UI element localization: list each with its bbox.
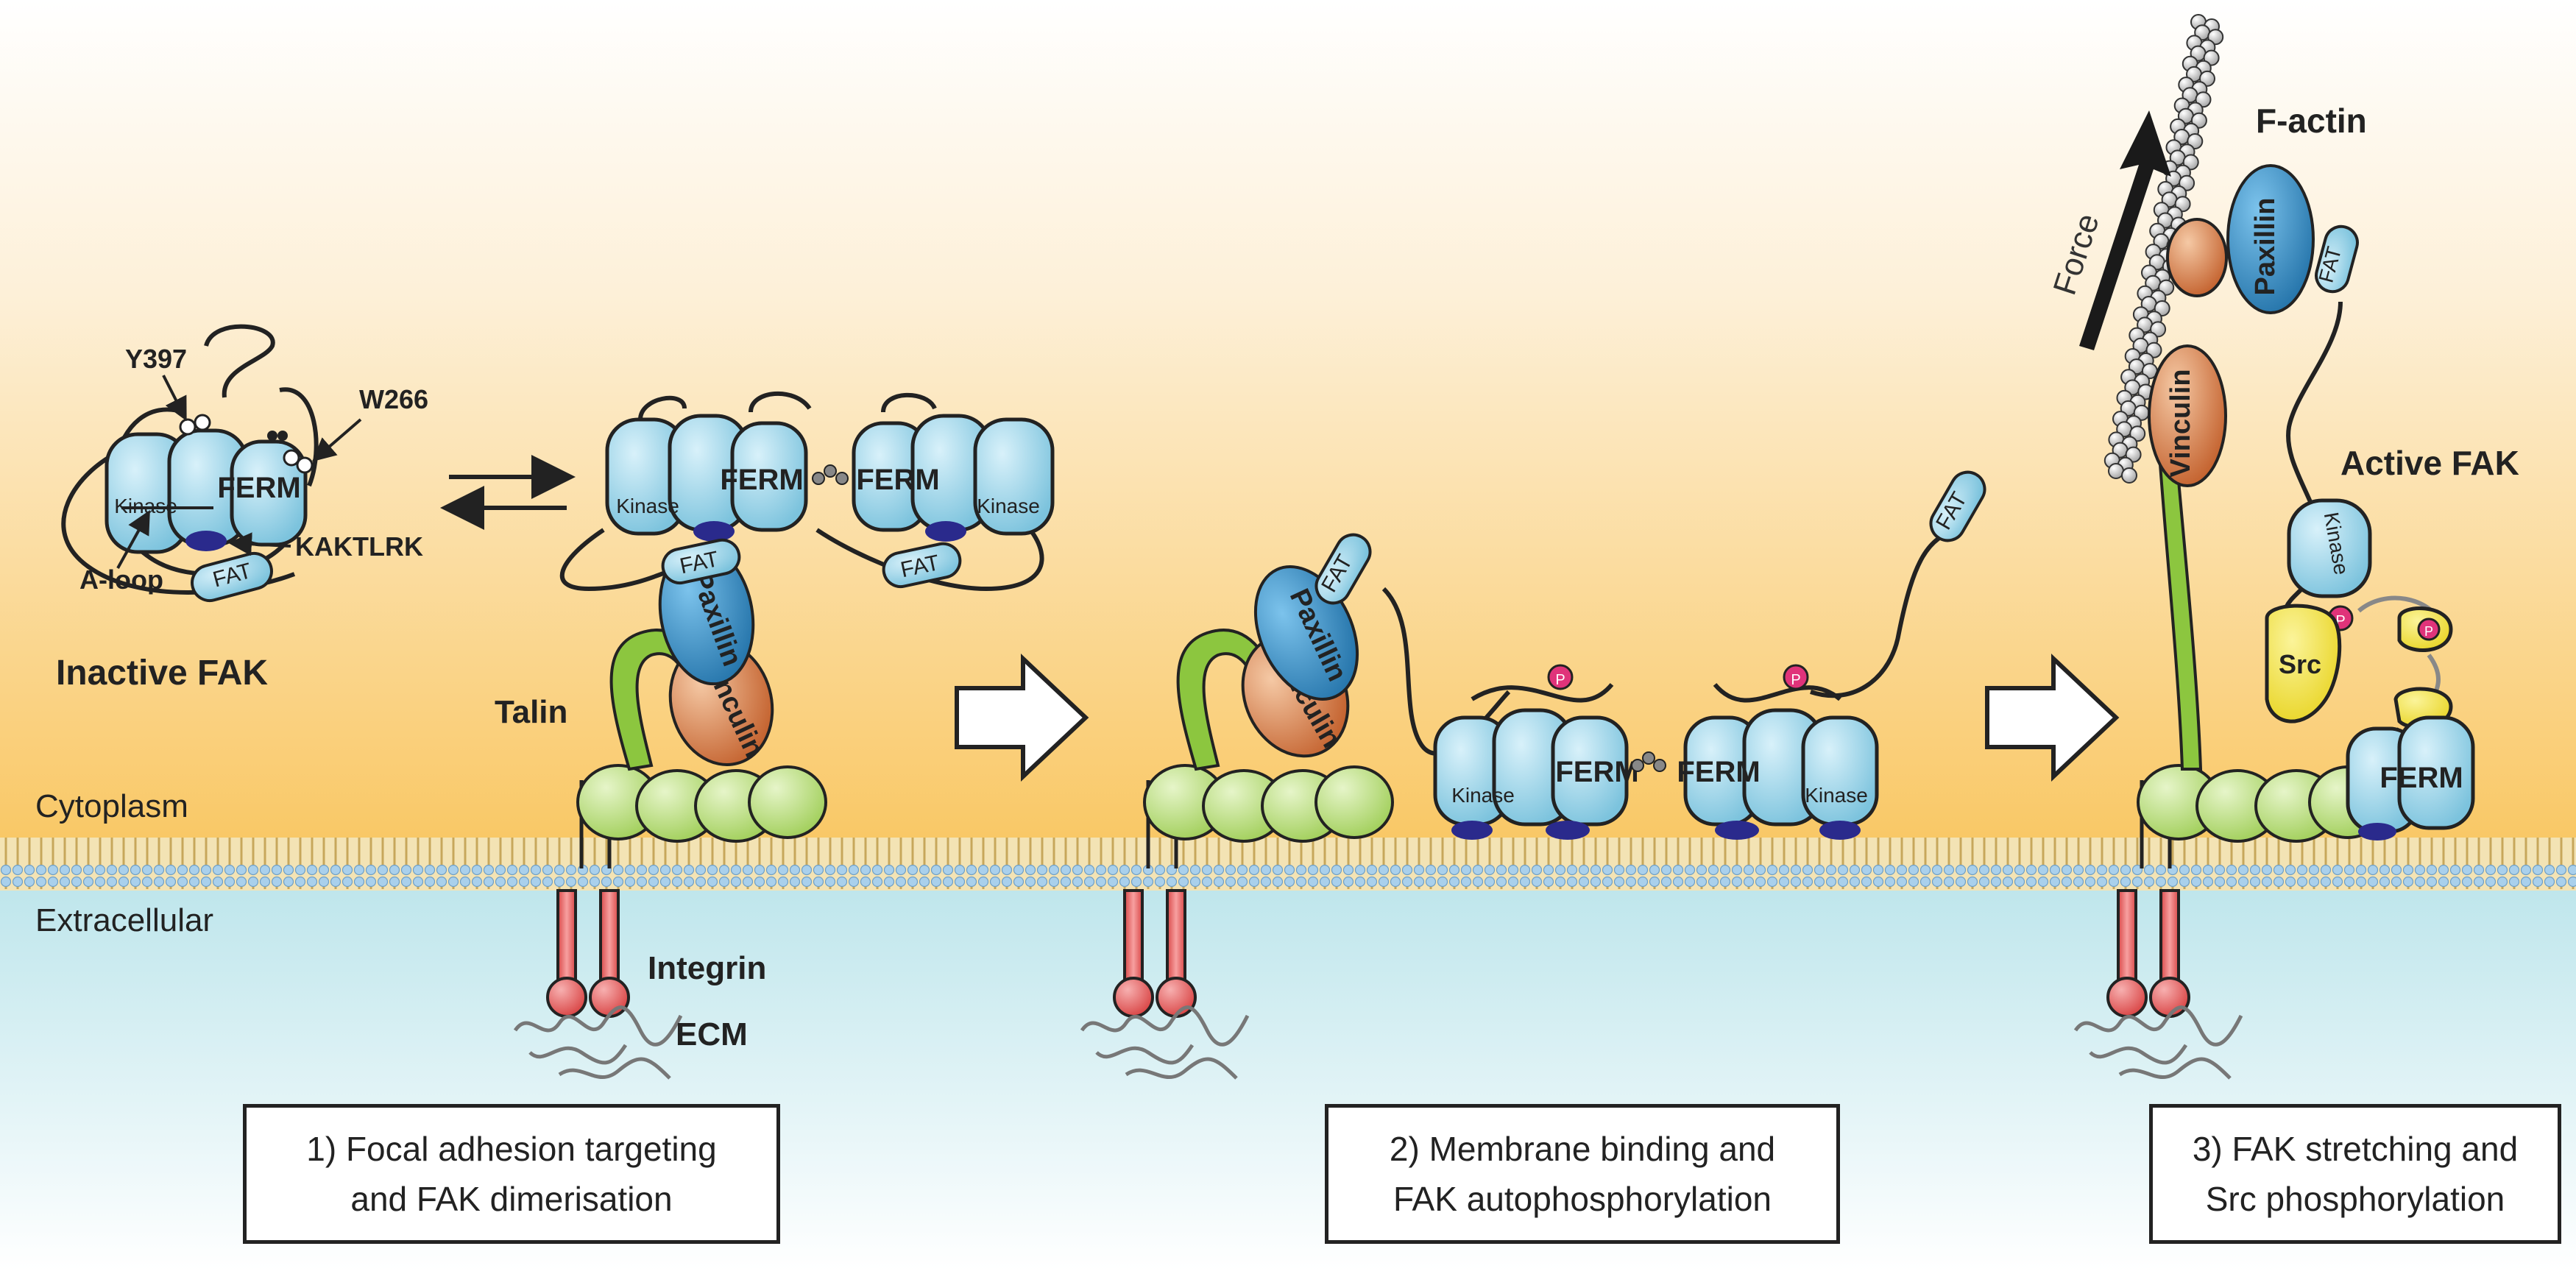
- kinase-left-label: Kinase: [616, 495, 679, 517]
- ferm-left-label: FERM: [720, 464, 803, 496]
- integrin-label: Integrin: [648, 950, 766, 986]
- f-actin-label: F-actin: [2256, 102, 2367, 140]
- equilibrium-arrows: [440, 455, 576, 530]
- step-3-caption: 3) FAK stretching and Src phosphorylatio…: [2149, 1104, 2561, 1244]
- phospho-right-label: P: [1791, 672, 1800, 688]
- transition-arrow-2: [1985, 654, 2120, 782]
- focal-adhesion-dimer: Integrin ECM Talin Vinculin Paxillin FER…: [495, 392, 1055, 1080]
- phospho-site-3-icon: [2417, 617, 2441, 641]
- fat-left-icon: [661, 538, 741, 585]
- extracellular-label: Extracellular: [35, 902, 213, 938]
- w266-residue-icon: [283, 449, 300, 467]
- step-2-line-1: 2) Membrane binding and: [1389, 1130, 1776, 1168]
- force-arrow-icon: [2079, 110, 2171, 350]
- talin-head-2-icon: [1143, 764, 1394, 843]
- fat-2-icon: [1314, 533, 1372, 605]
- fat-free-icon: [1929, 470, 1986, 542]
- inactive-fak-title: Inactive FAK: [56, 654, 268, 693]
- active-fak-label: Active FAK: [2340, 444, 2519, 482]
- paxillin-3-label: Paxillin: [2250, 197, 2281, 295]
- ferm-2-left-label: FERM: [1555, 756, 1638, 788]
- kaktlrk-label: KAKTLRK: [295, 531, 423, 562]
- step-3-line-2: Src phosphorylation: [2205, 1180, 2505, 1218]
- ecm-fibres-icon: [513, 1005, 683, 1080]
- kinase-right-label: Kinase: [977, 495, 1040, 517]
- kinase-label: Kinase: [114, 495, 177, 517]
- lipid-bilayer: [0, 838, 2576, 889]
- step-2-line-2: FAK autophosphorylation: [1393, 1180, 1772, 1218]
- phospho-left-label: P: [1555, 672, 1565, 688]
- fat-3-icon: [2315, 224, 2359, 294]
- talin-label: Talin: [495, 694, 567, 730]
- dimer-interface-icon: [812, 464, 849, 485]
- y397-residue-icon: [179, 418, 197, 436]
- kinase-2-right-label: Kinase: [1805, 784, 1868, 807]
- step-1-line-1: 1) Focal adhesion targeting: [306, 1130, 717, 1168]
- transition-arrow-1: [955, 654, 1089, 782]
- src-kinase-icon: [2265, 604, 2342, 723]
- ferm-2-right-label: FERM: [1677, 756, 1760, 788]
- step-1-caption: 1) Focal adhesion targeting and FAK dime…: [243, 1104, 780, 1244]
- phospho-site-left-icon: [1547, 664, 1574, 690]
- step-2-caption: 2) Membrane binding and FAK autophosphor…: [1325, 1104, 1840, 1244]
- ferm-label: FERM: [217, 472, 300, 504]
- fat-domain-icon: [191, 551, 273, 603]
- kinase-3-icon: [2287, 498, 2372, 598]
- talin-head-icon: [576, 764, 827, 843]
- vinculin-3-icon: [2148, 344, 2227, 487]
- w266-label: W266: [359, 384, 428, 414]
- cytoplasm-label: Cytoplasm: [35, 788, 188, 824]
- ecm-label: ECM: [676, 1016, 748, 1052]
- y397-label: Y397: [125, 344, 187, 374]
- kinase-2-left-label: Kinase: [1451, 784, 1515, 807]
- step-1-line-2: and FAK dimerisation: [350, 1180, 673, 1218]
- vinculin-3-label: Vinculin: [2165, 369, 2196, 477]
- fat-right-icon: [882, 542, 962, 589]
- active-fak-complex: F-actin Force Vinculin Paxillin FAT Acti…: [2047, 14, 2519, 1080]
- inactive-fak: FAT FERM Kinase Y397 W266 KAKTLRK A-loop…: [56, 324, 428, 693]
- ferm-right-label: FERM: [856, 464, 939, 496]
- src-label: Src: [2279, 649, 2321, 679]
- phospho-3b-label: P: [2424, 624, 2433, 639]
- membrane-bound-dimer: Vinculin Paxillin FAT FAT FERM Kinase P …: [1080, 470, 1986, 1080]
- kaktlrk-patch: [185, 531, 227, 551]
- actin-bead: [2108, 463, 2124, 479]
- a-loop-label: A-loop: [79, 565, 163, 595]
- ferm-3-label: FERM: [2379, 762, 2463, 794]
- actin-bead: [2121, 467, 2137, 484]
- paxillin-3-icon: [2226, 164, 2315, 314]
- phospho-site-right-icon: [1783, 664, 1809, 690]
- step-3-line-1: 3) FAK stretching and: [2192, 1130, 2519, 1168]
